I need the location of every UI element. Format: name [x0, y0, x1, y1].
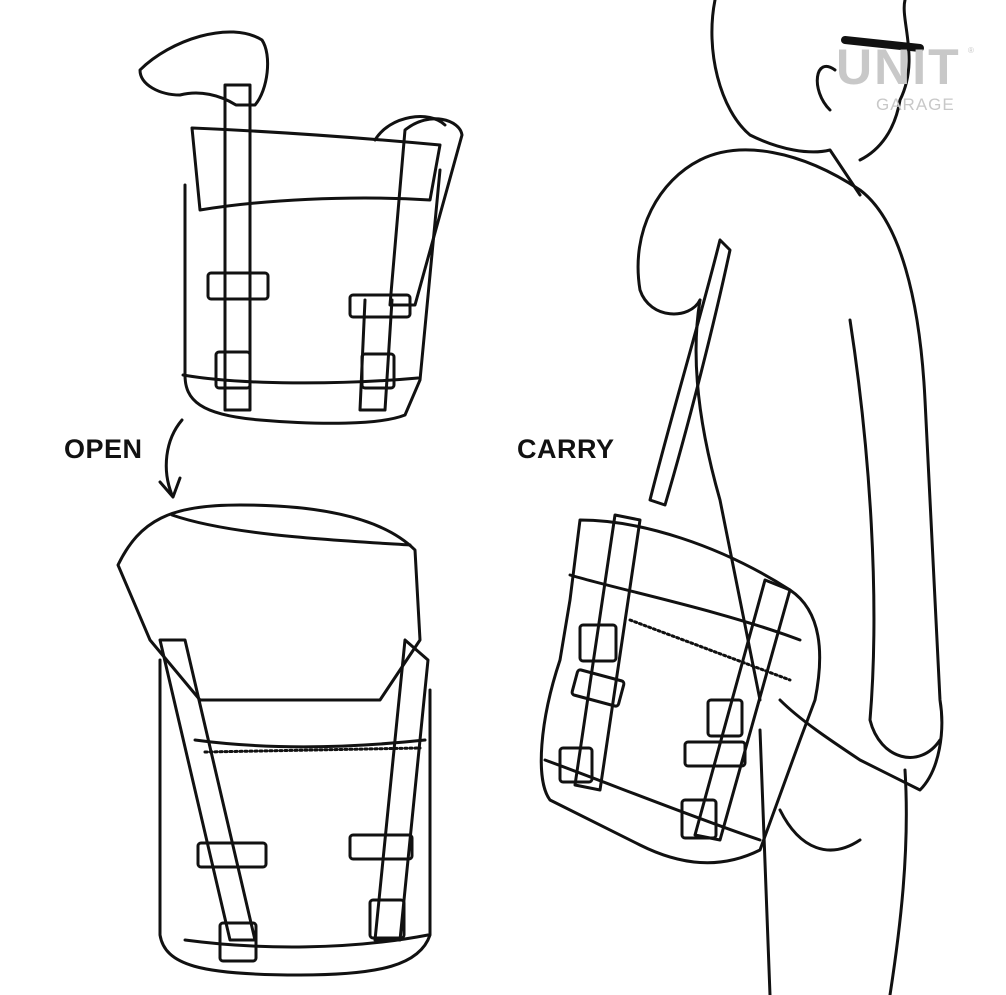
arrow-head-icon [158, 476, 182, 499]
shoulder-strap [648, 238, 732, 507]
bag-closed [138, 30, 464, 425]
carry-label: CARRY [517, 434, 615, 464]
bag-carried [539, 513, 822, 865]
logo-wordmark: UNIT [836, 39, 961, 95]
arrow-icon [164, 418, 184, 497]
open-label: OPEN [64, 434, 143, 464]
logo-subtitle: GARAGE [876, 95, 955, 114]
person [636, 0, 944, 995]
registered-mark: ® [968, 46, 974, 55]
bag-open [116, 503, 432, 977]
